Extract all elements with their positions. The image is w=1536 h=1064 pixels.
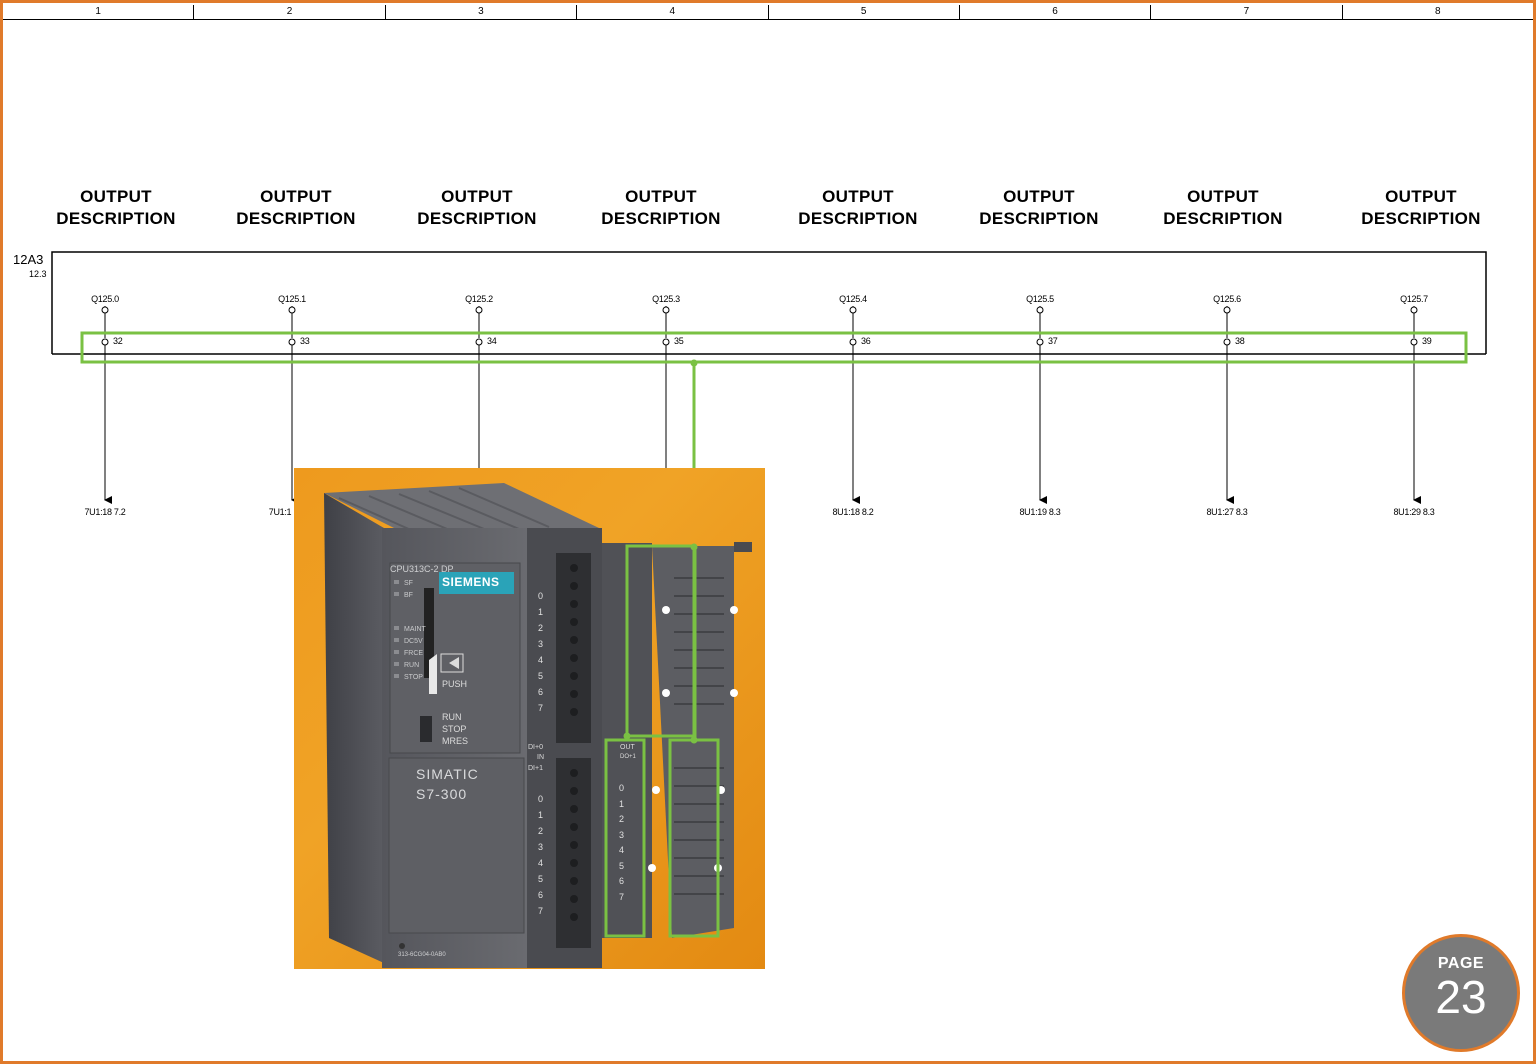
run-label: RUN: [442, 712, 462, 722]
channel-6: [1223, 306, 1234, 504]
channel-4: [849, 306, 860, 504]
push-label: PUSH: [442, 679, 468, 689]
output-address: Q125.2: [465, 294, 493, 304]
destination-reference: 7U1:18 7.2: [84, 507, 126, 517]
terminal-number: 33: [300, 336, 310, 346]
output-address: Q125.5: [1026, 294, 1054, 304]
destination-reference: 7U1:1: [268, 507, 292, 517]
terminal-highlight-box: [80, 331, 1468, 364]
channel-2: [475, 306, 483, 470]
di-label: DI+0: [528, 744, 543, 751]
output-address: Q125.0: [91, 294, 119, 304]
product-line-1: SIMATIC: [416, 766, 479, 782]
output-channels: [101, 306, 1421, 504]
plc-photo: CPU313C-2 DP SIEMENS PUSH RUN STOP MRES …: [294, 468, 765, 969]
column-number: 2: [194, 5, 386, 19]
terminal-number: 35: [674, 336, 684, 346]
channel-0: [101, 306, 112, 504]
terminal-number: 38: [1235, 336, 1245, 346]
brand-label: SIEMENS: [442, 575, 500, 589]
destination-reference: 8U1:27 8.3: [1206, 507, 1248, 517]
device-tag: 12A3: [13, 252, 44, 267]
module-label: CPU313C-2 DP: [390, 564, 454, 574]
terminal-number: 32: [113, 336, 123, 346]
part-number: 313-6CG04-0AB0: [398, 952, 446, 958]
channel-5: [1036, 306, 1047, 504]
column-number: 1: [3, 5, 195, 19]
do-label: DO+1: [620, 754, 636, 760]
highlight-connector-dot: [690, 359, 698, 367]
page-number: 23: [1435, 971, 1487, 1023]
terminal-number: 37: [1048, 336, 1058, 346]
module-box: [51, 251, 1487, 354]
output-address: Q125.4: [839, 294, 867, 304]
stop-label: STOP: [442, 724, 467, 734]
channel-7: [1410, 306, 1421, 504]
out-label: OUT: [620, 744, 635, 751]
column-number: 8: [1435, 6, 1441, 17]
plc-illustration: [324, 483, 752, 968]
output-address: Q125.3: [652, 294, 680, 304]
page-label: PAGE: [1437, 955, 1485, 972]
output-address: Q125.7: [1400, 294, 1428, 304]
column-number: 4: [577, 5, 769, 19]
column-number: 5: [769, 5, 960, 19]
product-line-2: S7-300: [416, 786, 468, 802]
in-label: IN: [537, 754, 544, 761]
column-number: 6: [960, 5, 1152, 19]
destination-reference: 8U1:19 8.3: [1019, 507, 1061, 517]
terminal-number: 34: [487, 336, 497, 346]
column-number-bar: 1 2 3 4 5 6 7 8: [3, 5, 1533, 20]
device-reference: 12.3: [29, 269, 47, 279]
mres-label: MRES: [442, 736, 469, 746]
output-address: Q125.1: [278, 294, 306, 304]
channel-3: [662, 306, 670, 470]
terminal-number: 36: [861, 336, 871, 346]
destination-reference: 8U1:29 8.3: [1393, 507, 1435, 517]
column-number: 3: [386, 5, 578, 19]
di1-label: DI+1: [528, 765, 543, 772]
output-address: Q125.6: [1213, 294, 1241, 304]
destination-reference: 8U1:18 8.2: [832, 507, 874, 517]
page-number-badge: PAGE 23: [1402, 934, 1520, 1052]
column-number: 7: [1151, 5, 1343, 19]
terminal-number: 39: [1422, 336, 1432, 346]
